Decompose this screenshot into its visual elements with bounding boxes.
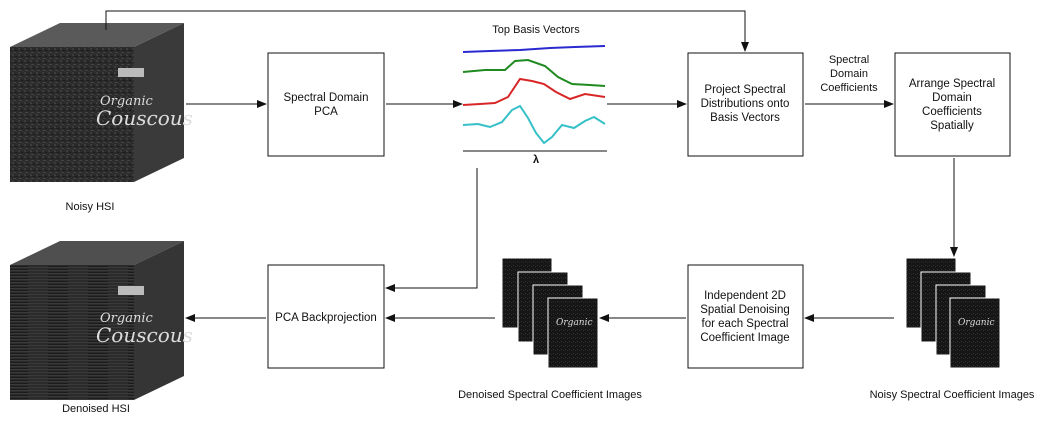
basis-vector-4 (462, 104, 606, 145)
box-text-line: Spectral Domain (283, 92, 368, 104)
arrow-basis-to-backprojection (385, 168, 478, 292)
denoised-hsi-label: Denoised HSI (62, 403, 130, 415)
label-line: Coefficients (820, 82, 878, 94)
coefficient-image (949, 297, 1001, 369)
box-text-line: Coefficient Image (700, 332, 789, 344)
box-text-line: Spatially (930, 120, 974, 132)
cube-logo-line1: Organic (100, 311, 153, 326)
box-text-line: Coefficients (922, 106, 982, 118)
arrow-hsi-to-project (105, 10, 749, 52)
noisy-hsi-label: Noisy HSI (66, 201, 115, 213)
box-text-line: Independent 2D (704, 290, 786, 302)
box-text-line: Arrange Spectral (909, 78, 995, 90)
noisy-coefficient-image-stack: Organic (905, 257, 1001, 369)
spectral-coefficients-label: Spectral Domain Coefficients (820, 54, 878, 94)
box-text-line: for each Spectral (702, 318, 789, 330)
box-text-line: PCA (314, 106, 338, 118)
box-text-line: Distributions onto (701, 98, 790, 110)
cube-logo-line1: Organic (100, 94, 153, 109)
label-line: Spectral (829, 54, 869, 66)
cube-logo-line2: Couscous (96, 323, 193, 347)
pca-backprojection-box: PCA Backprojection (267, 264, 385, 369)
basis-vector-2 (462, 58, 606, 87)
basis-vector-1 (462, 45, 606, 53)
box-text-line: Basis Vectors (710, 112, 780, 124)
denoised-coefficient-images-label: Denoised Spectral Coefficient Images (458, 389, 642, 401)
spatial-denoise-box: Independent 2D Spatial Denoising for eac… (687, 264, 804, 369)
noisy-coefficient-images-label: Noisy Spectral Coefficient Images (870, 389, 1035, 401)
cube-side-face (134, 23, 184, 182)
cube-front-face (10, 265, 134, 400)
cube-label-tag (118, 286, 144, 295)
coefficient-image-logo: Organic (556, 318, 593, 328)
cube-front-face (10, 47, 134, 182)
denoised-coefficient-image-stack: Organic (501, 257, 599, 369)
arrange-box: Arrange Spectral Domain Coefficients Spa… (894, 52, 1011, 157)
denoised-hsi-cube: Organic Couscous (10, 241, 193, 400)
coefficient-image-logo: Organic (958, 318, 995, 328)
cube-top-face (10, 241, 184, 265)
cube-top-face (10, 23, 184, 47)
project-box: Project Spectral Distributions onto Basi… (687, 52, 804, 157)
box-text-line: PCA Backprojection (275, 312, 377, 324)
coefficient-image (547, 297, 599, 369)
top-basis-vectors-title: Top Basis Vectors (492, 24, 580, 36)
cube-side-face (134, 241, 184, 400)
cube-label-tag (118, 68, 144, 77)
noisy-hsi-cube: Organic Couscous (10, 23, 193, 182)
lambda-label: λ (533, 154, 539, 166)
basis-vector-3 (462, 77, 606, 106)
box-text-line: Project Spectral (704, 84, 785, 96)
box-text-line: Spatial Denoising (700, 304, 790, 316)
cube-logo-line2: Couscous (96, 106, 193, 130)
label-line: Domain (830, 68, 868, 80)
basis-vectors-plot: λ (462, 45, 607, 166)
spectral-pca-box: Spectral Domain PCA (267, 52, 385, 157)
flow-arrows (105, 10, 958, 322)
box-text-line: Domain (932, 92, 972, 104)
